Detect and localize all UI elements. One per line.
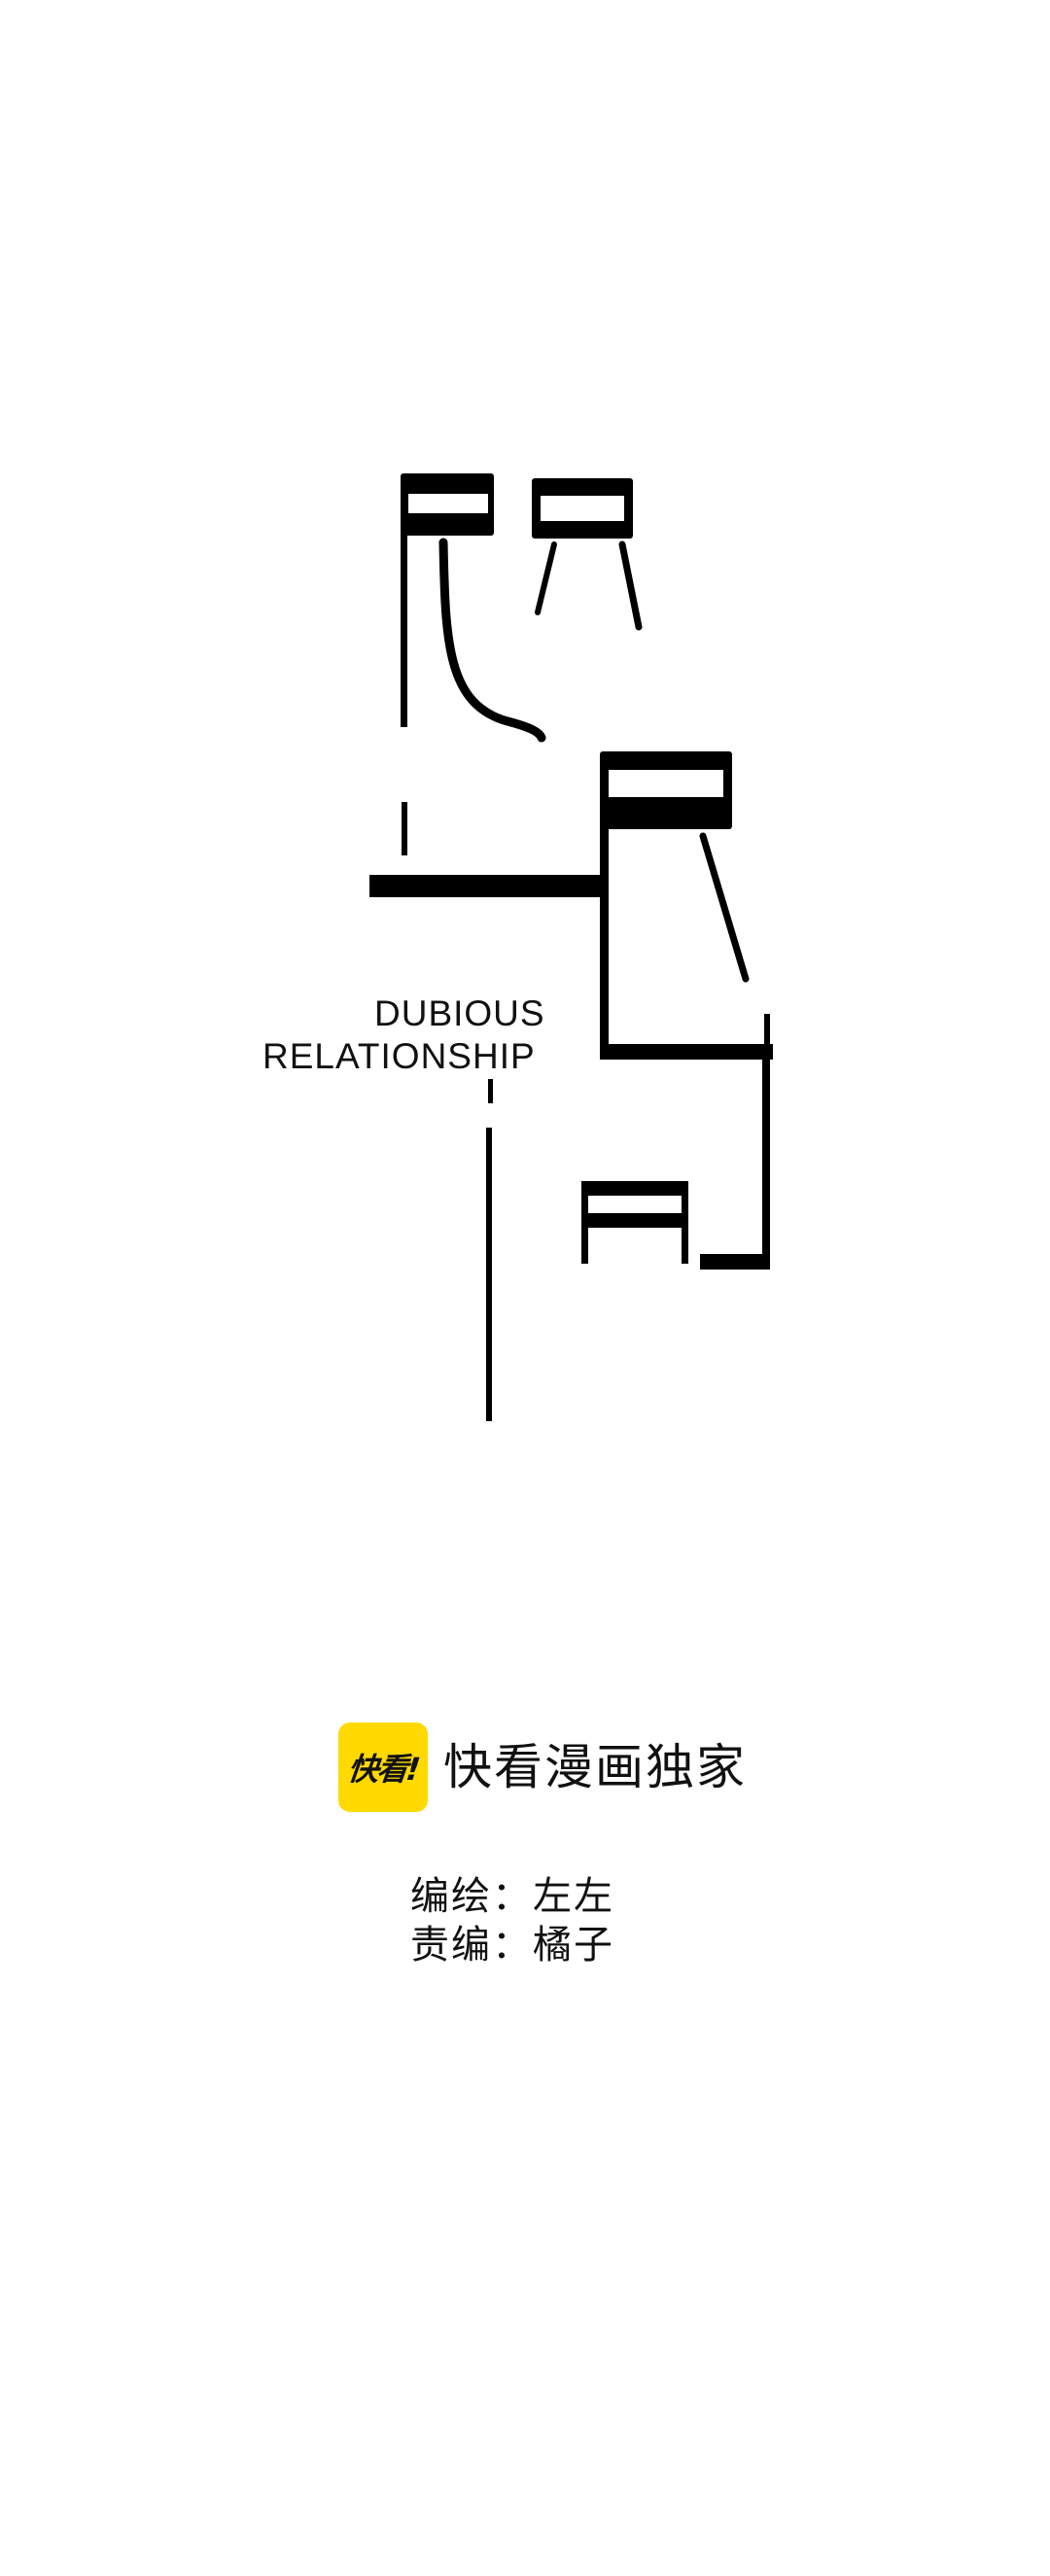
logo-stroke (401, 525, 407, 727)
logo-stroke (486, 1128, 492, 1421)
credit-artist: 编绘：左左 (410, 1874, 614, 1919)
logo-stroke (402, 802, 407, 855)
kuaikan-app-logo-icon: 快看! (338, 1723, 428, 1812)
title-logo-art (369, 473, 773, 1421)
credit-editor: 责编：橘子 (410, 1923, 614, 1967)
logo-stroke (581, 1213, 688, 1228)
app-logo-text: 快看! (345, 1751, 421, 1788)
logo-stroke (762, 1060, 770, 1269)
logo-subtitle-line-1: DUBIOUS (374, 993, 545, 1033)
logo-stroke (535, 541, 557, 615)
logo-stroke (618, 540, 643, 631)
logo-stroke (699, 832, 750, 983)
logo-stroke (581, 1181, 688, 1196)
exclusive-label: 快看漫画独家 (443, 1739, 747, 1795)
logo-stroke (764, 1014, 770, 1062)
logo-stroke (438, 538, 546, 743)
logo-stroke (581, 1181, 588, 1264)
logo-stroke (700, 1254, 770, 1270)
logo-stroke (488, 1079, 493, 1103)
logo-stroke (600, 1044, 773, 1060)
logo-subtitle-line-2: RELATIONSHIP (262, 1036, 536, 1076)
logo-stroke (682, 1181, 688, 1264)
exclusive-badge: 快看! 快看漫画独家 (338, 1723, 747, 1812)
logo-stroke (369, 875, 603, 897)
logo-stroke (600, 821, 609, 1060)
